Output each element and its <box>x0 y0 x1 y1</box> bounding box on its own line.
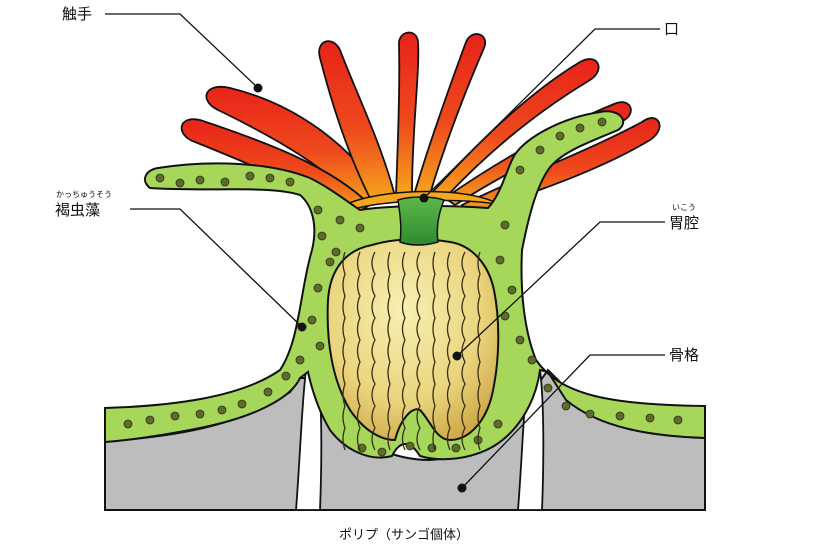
zooxanthella-dot <box>221 178 229 186</box>
zooxanthella-dot <box>496 256 504 264</box>
zooxanthella-dot <box>332 248 340 256</box>
leader-zooxanthellae <box>130 209 302 327</box>
label-skeleton: 骨格 <box>669 344 699 365</box>
zooxanthella-dot <box>286 178 294 186</box>
zooxanthella-dot <box>218 406 226 414</box>
zooxanthella-dot <box>516 166 524 174</box>
zooxanthella-dot <box>598 118 606 126</box>
zooxanthella-dot <box>238 400 246 408</box>
diagram-caption: ポリプ（サンゴ個体） <box>339 524 469 543</box>
zooxanthella-dot <box>326 258 334 266</box>
leader-tentacle <box>105 14 258 88</box>
zooxanthella-dot <box>124 420 132 428</box>
zooxanthella-dot <box>196 410 204 418</box>
zooxanthella-dot <box>556 132 564 140</box>
zooxanthella-dot <box>314 284 322 292</box>
zooxanthella-dot <box>494 420 502 428</box>
zooxanthella-dot <box>508 286 516 294</box>
zooxanthella-dot <box>176 179 184 187</box>
zooxanthella-dot <box>528 356 536 364</box>
mouth <box>398 197 444 245</box>
zooxanthella-dot <box>378 448 386 456</box>
label-mouth: 口 <box>664 18 679 39</box>
zooxanthella-dot <box>314 206 322 214</box>
zooxanthella-dot <box>266 174 274 182</box>
zooxanthella-dot <box>282 372 290 380</box>
zooxanthella-dot <box>146 416 154 424</box>
label-zooxanthellae: 褐虫藻 <box>55 199 100 220</box>
zooxanthella-dot <box>308 316 316 324</box>
zooxanthella-dot <box>536 146 544 154</box>
zooxanthella-dot <box>316 342 324 350</box>
zooxanthella-dot <box>356 224 364 232</box>
zooxanthella-dot <box>616 412 624 420</box>
zooxanthella-dot <box>246 172 254 180</box>
zooxanthella-dot <box>646 414 654 422</box>
zooxanthella-dot <box>196 176 204 184</box>
zooxanthella-dot <box>576 124 584 132</box>
zooxanthella-dot <box>501 221 509 229</box>
zooxanthella-dot <box>171 412 179 420</box>
zooxanthella-dot <box>586 410 594 418</box>
zooxanthella-dot <box>336 216 344 224</box>
zooxanthella-dot <box>562 402 570 410</box>
zooxanthella-dot <box>296 356 304 364</box>
zooxanthella-dot <box>156 174 164 182</box>
label-tentacle: 触手 <box>62 3 92 24</box>
label-gastric-cavity: 胃腔 <box>669 212 699 233</box>
zooxanthella-dot <box>452 444 460 452</box>
zooxanthella-dot <box>406 442 414 450</box>
zooxanthella-dot <box>264 388 272 396</box>
zooxanthella-dot <box>544 384 552 392</box>
zooxanthella-dot <box>516 336 524 344</box>
zooxanthella-dot <box>318 232 326 240</box>
zooxanthella-dot <box>674 416 682 424</box>
